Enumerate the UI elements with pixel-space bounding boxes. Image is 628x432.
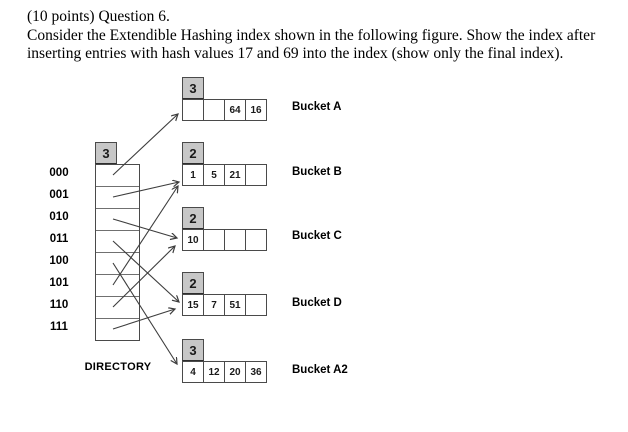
bucket-a2-cells: 4 12 20 36 (182, 361, 267, 383)
bucket-c-cell-2 (224, 229, 246, 251)
bucket-a2-cell-3: 36 (245, 361, 267, 383)
directory-entry-label-000: 000 (49, 167, 69, 179)
bucket-a-cell-2: 64 (224, 99, 246, 121)
bucket-d-cells: 15 7 51 (182, 294, 267, 316)
bucket-d-cell-1: 7 (203, 294, 225, 316)
bucket-a2-local-depth: 3 (182, 339, 204, 361)
bucket-d-label: Bucket D (292, 297, 342, 309)
bucket-a2-label: Bucket A2 (292, 364, 348, 376)
bucket-c-cell-3 (245, 229, 267, 251)
directory-slot-110 (96, 297, 139, 319)
bucket-a-cell-0 (182, 99, 204, 121)
bucket-d-local-depth: 2 (182, 272, 204, 294)
bucket-a-cell-3: 16 (245, 99, 267, 121)
directory-entry-label-010: 010 (49, 211, 69, 223)
directory-entry-label-100: 100 (49, 255, 69, 267)
bucket-d-cell-0: 15 (182, 294, 204, 316)
bucket-a2-cell-0: 4 (182, 361, 204, 383)
directory-slot-001 (96, 187, 139, 209)
bucket-a2: 3 4 12 20 36 (182, 339, 272, 383)
question-heading: (10 points) Question 6. (27, 8, 170, 25)
bucket-c: 2 10 (182, 207, 272, 251)
directory-slot-011 (96, 231, 139, 253)
directory-entry-label-110: 110 (49, 299, 69, 311)
bucket-a2-cell-2: 20 (224, 361, 246, 383)
bucket-a-cell-1 (203, 99, 225, 121)
bucket-b-cell-0: 1 (182, 164, 204, 186)
directory (95, 164, 140, 341)
directory-slot-111 (96, 319, 139, 340)
question-text: (10 points) Question 6. Consider the Ext… (27, 8, 612, 64)
directory-entry-label-011: 011 (49, 233, 69, 245)
directory-slot-100 (96, 253, 139, 275)
directory-slot-000 (96, 165, 139, 187)
directory-slot-010 (96, 209, 139, 231)
bucket-b-cell-3 (245, 164, 267, 186)
bucket-d-cell-2: 51 (224, 294, 246, 316)
bucket-b-label: Bucket B (292, 166, 342, 178)
bucket-b: 2 1 5 21 (182, 142, 272, 186)
bucket-a-label: Bucket A (292, 101, 342, 113)
bucket-b-cell-1: 5 (203, 164, 225, 186)
bucket-c-cell-0: 10 (182, 229, 204, 251)
directory-caption: DIRECTORY (84, 361, 152, 373)
directory-entry-label-101: 101 (49, 277, 69, 289)
bucket-c-label: Bucket C (292, 230, 342, 242)
bucket-d: 2 15 7 51 (182, 272, 272, 316)
question-body-line-2: inserting entries with hash values 17 an… (27, 45, 564, 62)
question-body-line-1: Consider the Extendible Hashing index sh… (27, 26, 596, 44)
bucket-a-cells: 64 16 (182, 99, 267, 121)
directory-slot-101 (96, 275, 139, 297)
bucket-c-cell-1 (203, 229, 225, 251)
bucket-b-local-depth: 2 (182, 142, 204, 164)
bucket-c-cells: 10 (182, 229, 267, 251)
directory-global-depth: 3 (95, 142, 117, 164)
bucket-b-cell-2: 21 (224, 164, 246, 186)
bucket-a: 3 64 16 (182, 77, 272, 121)
directory-entry-label-111: 111 (50, 321, 68, 333)
bucket-a-local-depth: 3 (182, 77, 204, 99)
bucket-a2-cell-1: 12 (203, 361, 225, 383)
bucket-d-cell-3 (245, 294, 267, 316)
bucket-b-cells: 1 5 21 (182, 164, 267, 186)
directory-entry-label-001: 001 (49, 189, 69, 201)
bucket-c-local-depth: 2 (182, 207, 204, 229)
